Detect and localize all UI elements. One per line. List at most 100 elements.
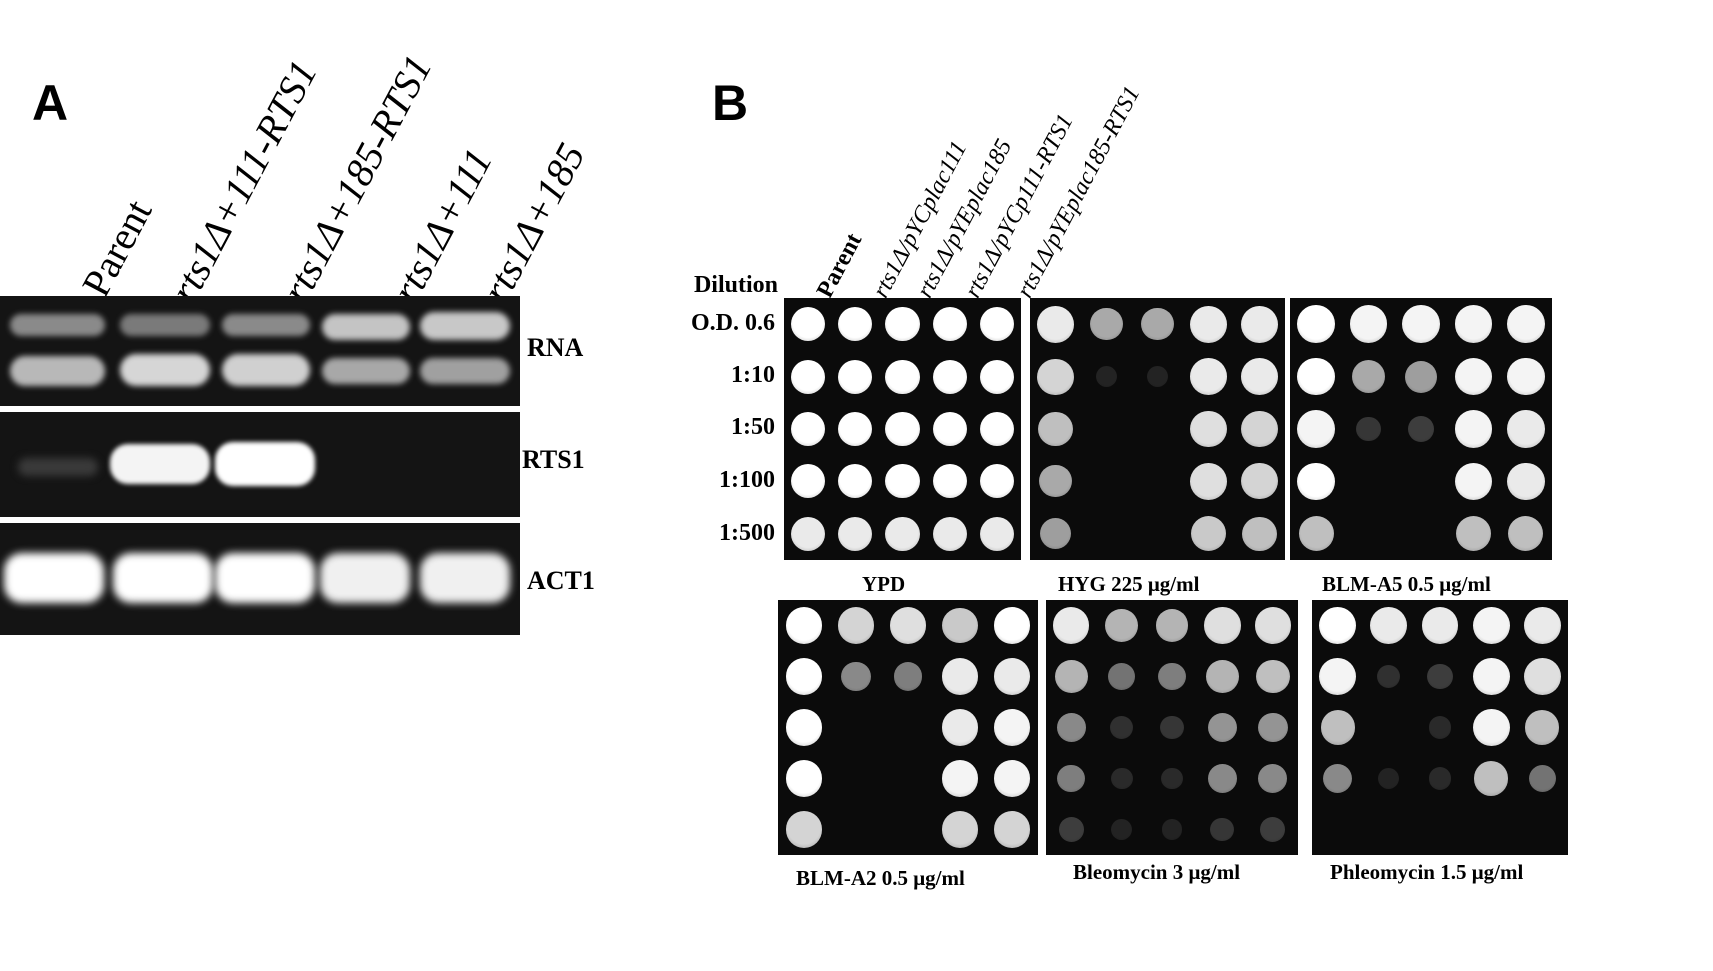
yeast-spot (1428, 767, 1452, 790)
rna-band (120, 354, 210, 386)
yeast-spot (1472, 658, 1510, 695)
yeast-spot (1297, 410, 1336, 448)
gel-label-act1: ACT1 (527, 566, 595, 595)
yeast-spot (790, 307, 825, 342)
yeast-spot (1454, 462, 1493, 501)
yeast-spot (1241, 463, 1278, 500)
rna-band (10, 314, 105, 336)
yeast-spot (1161, 819, 1183, 840)
plate-caption-blm-a2: BLM-A2 0.5 μg/ml (796, 866, 965, 890)
yeast-spot (1038, 411, 1073, 447)
yeast-spot (1506, 462, 1545, 501)
yeast-spot (1260, 817, 1286, 842)
plate-caption-blm-a5: BLM-A5 0.5 μg/ml (1322, 572, 1491, 596)
yeast-spot (1405, 360, 1437, 393)
yeast-spot (1255, 659, 1290, 694)
yeast-spot (941, 658, 979, 695)
yeast-spot (1146, 366, 1169, 388)
yeast-spot (1402, 305, 1440, 344)
yeast-spot (785, 607, 823, 644)
yeast-spot (980, 464, 1015, 499)
yeast-spot (1241, 305, 1278, 343)
plate-caption-phleomycin: Phleomycin 1.5 μg/ml (1330, 860, 1524, 884)
rna-band (420, 312, 510, 340)
yeast-spot (1057, 764, 1086, 793)
yeast-spot (980, 359, 1015, 394)
yeast-spot (993, 658, 1031, 695)
yeast-spot (1090, 308, 1123, 341)
gel-label-rna: RNA (527, 333, 584, 362)
rna-band (322, 314, 410, 340)
rna-band (10, 356, 105, 386)
yeast-spot (1204, 607, 1241, 644)
yeast-spot (1472, 709, 1510, 746)
dilution-label: 1:100 (719, 467, 775, 493)
yeast-spot (1528, 764, 1556, 793)
rna-gel (0, 296, 520, 406)
yeast-spot (1207, 712, 1238, 743)
yeast-spot (1506, 305, 1545, 344)
plate-ypd (784, 298, 1021, 560)
yeast-spot (1208, 764, 1237, 793)
yeast-spot (1421, 607, 1459, 644)
dilution-label: 1:10 (731, 362, 775, 388)
dilution-label: 1:500 (719, 520, 775, 546)
yeast-spot (1454, 305, 1493, 344)
lane-label-parent: Parent (72, 192, 161, 304)
plate-bleomycin (1046, 600, 1298, 855)
yeast-spot (785, 811, 823, 848)
yeast-spot (1319, 658, 1356, 695)
yeast-spot (885, 411, 920, 447)
yeast-spot (1297, 357, 1336, 396)
yeast-spot (1111, 819, 1133, 840)
dilution-header: Dilution (693, 272, 778, 298)
yeast-spot (980, 307, 1015, 342)
yeast-spot (993, 709, 1031, 746)
yeast-spot (1190, 463, 1227, 500)
yeast-spot (1241, 410, 1278, 448)
rts1-band (110, 444, 210, 484)
yeast-spot (932, 411, 967, 447)
yeast-spot (1053, 607, 1090, 644)
yeast-spot (1141, 308, 1174, 341)
yeast-spot (1408, 416, 1434, 442)
yeast-spot (941, 811, 979, 848)
act1-band (320, 553, 410, 603)
yeast-spot (1105, 609, 1138, 642)
yeast-spot (790, 359, 825, 394)
rts1-band (215, 442, 315, 486)
yeast-spot (942, 607, 978, 644)
yeast-spot (1254, 607, 1291, 644)
act1-gel (0, 523, 520, 635)
yeast-spot (1037, 305, 1074, 343)
act1-band (4, 553, 104, 603)
yeast-spot (785, 760, 823, 797)
plate-caption-ypd: YPD (862, 572, 906, 596)
yeast-spot (1427, 663, 1453, 690)
yeast-spot (1378, 767, 1400, 790)
yeast-spot (993, 811, 1031, 848)
yeast-spot (1190, 305, 1227, 343)
yeast-spot (790, 464, 825, 499)
yeast-spot (889, 607, 927, 644)
dilution-label: O.D. 0.6 (691, 310, 775, 336)
yeast-spot (1506, 357, 1545, 396)
yeast-spot (785, 658, 823, 695)
yeast-spot (1241, 358, 1278, 395)
yeast-spot (1190, 516, 1227, 552)
yeast-spot (1056, 713, 1086, 742)
yeast-spot (1110, 716, 1134, 739)
yeast-spot (1110, 767, 1133, 790)
panel-b-letter: B (712, 75, 749, 131)
yeast-spot (1206, 660, 1239, 693)
yeast-spot (932, 307, 967, 342)
yeast-spot (1525, 710, 1560, 745)
yeast-spot (932, 464, 967, 499)
yeast-spot (932, 359, 967, 394)
yeast-spot (1506, 410, 1545, 448)
plate-hyg (1030, 298, 1285, 560)
yeast-spot (1155, 609, 1189, 642)
yeast-spot (1320, 710, 1355, 745)
yeast-spot (785, 709, 823, 746)
plate-caption-hyg: HYG 225 μg/ml (1058, 572, 1200, 596)
